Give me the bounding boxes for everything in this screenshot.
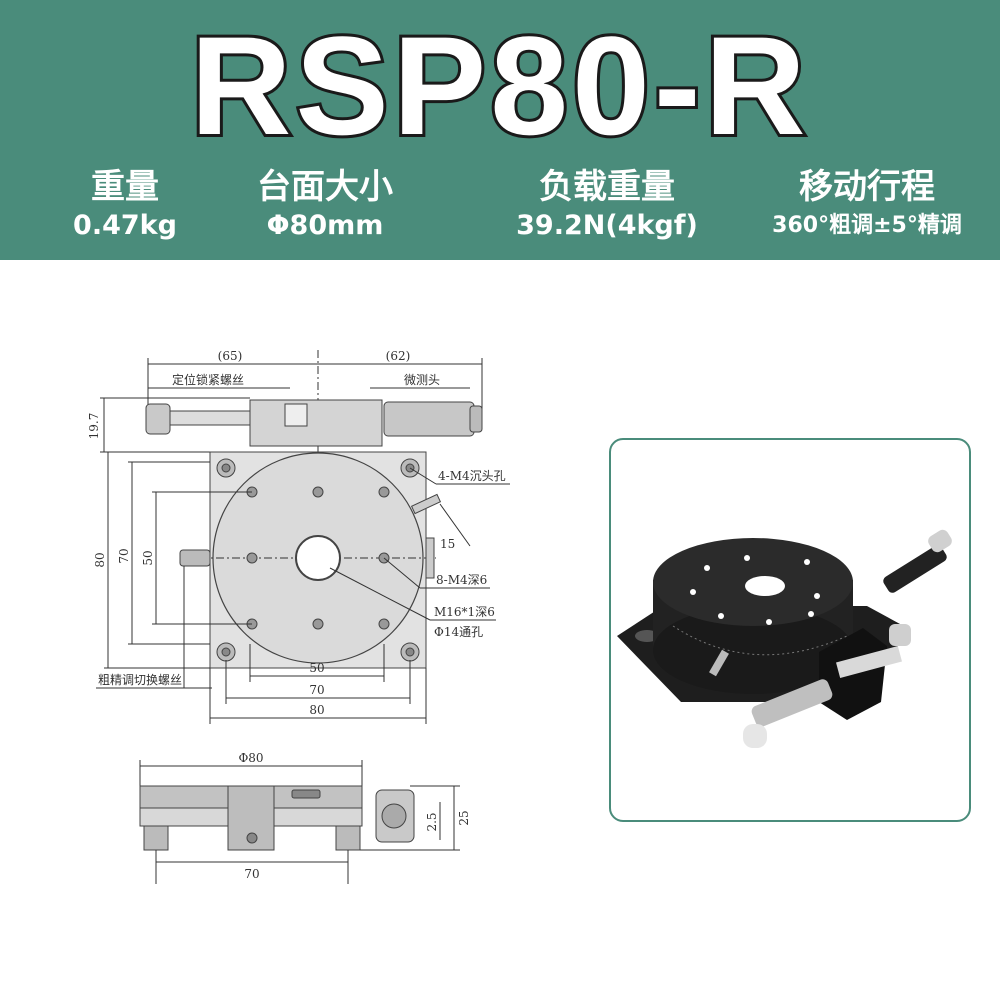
photo-micrometer xyxy=(751,679,833,727)
spec-table-size-value: Φ80mm xyxy=(266,210,384,241)
spec-load-label: 负载重量 xyxy=(539,167,675,207)
spec-load: 负载重量 39.2N(4kgf) xyxy=(482,165,732,243)
label-micrometer: 微测头 xyxy=(404,373,440,387)
dim-19-7: 19.7 xyxy=(87,413,101,440)
label-m4-counterbore: 4-M4沉头孔 xyxy=(438,469,506,483)
dim-h50: 50 xyxy=(141,550,155,565)
spec-weight: 重量 0.47kg xyxy=(0,165,250,243)
spec-travel-label: 移动行程 xyxy=(799,167,935,207)
product-photo xyxy=(617,529,952,748)
spec-travel: 移动行程 360°粗调±5°精调 xyxy=(742,165,992,243)
dim-side-2-5: 2.5 xyxy=(425,812,439,831)
spec-weight-label: 重量 xyxy=(91,167,159,207)
header-banner: RSP80-R 重量 0.47kg 台面大小 Φ80mm 负载重量 39.2N(… xyxy=(0,0,1000,260)
product-photo-frame xyxy=(609,438,971,822)
dim-h70: 70 xyxy=(117,548,131,563)
spec-travel-value: 360°粗调±5°精调 xyxy=(772,213,962,238)
spec-row: 重量 0.47kg 台面大小 Φ80mm 负载重量 39.2N(4kgf) 移动… xyxy=(0,165,1000,255)
model-title: RSP80-R xyxy=(187,6,809,156)
spec-load-value: 39.2N(4kgf) xyxy=(516,210,698,241)
micrometer-block xyxy=(249,399,383,447)
spec-table-size-label: 台面大小 xyxy=(257,167,393,207)
label-m16: M16*1深6 xyxy=(434,605,495,619)
label-lock-screw: 定位锁紧螺丝 xyxy=(172,372,244,387)
photo-rotary-side xyxy=(653,606,853,694)
label-switch-screw: 粗精调切换螺丝 xyxy=(98,673,182,687)
micrometer-head xyxy=(469,405,483,433)
dim-top-left: (65) xyxy=(218,349,243,363)
dim-15: 15 xyxy=(440,537,455,551)
dim-side-25: 25 xyxy=(457,810,471,825)
dim-top-right: (62) xyxy=(386,349,411,363)
dim-side-w70: 70 xyxy=(244,867,259,881)
dim-w70: 70 xyxy=(309,683,324,697)
label-through-hole: Φ14通孔 xyxy=(434,625,483,639)
label-m4-depth: 8-M4深6 xyxy=(436,573,487,587)
model-title-text: RSP80-R xyxy=(190,7,809,156)
spec-weight-value: 0.47kg xyxy=(73,210,177,241)
technical-drawing: (65) (62) 定位锁紧螺丝 微测头 19.7 80 70 5 xyxy=(87,349,510,884)
dim-phi80: Φ80 xyxy=(238,751,263,765)
dim-w80: 80 xyxy=(309,703,324,717)
spec-table-size: 台面大小 Φ80mm xyxy=(200,165,450,243)
dim-h80: 80 xyxy=(93,552,107,567)
dim-w50: 50 xyxy=(309,661,324,675)
lock-screw-knob xyxy=(145,403,171,435)
center-through-hole xyxy=(295,535,341,581)
switch-screw xyxy=(179,549,211,567)
